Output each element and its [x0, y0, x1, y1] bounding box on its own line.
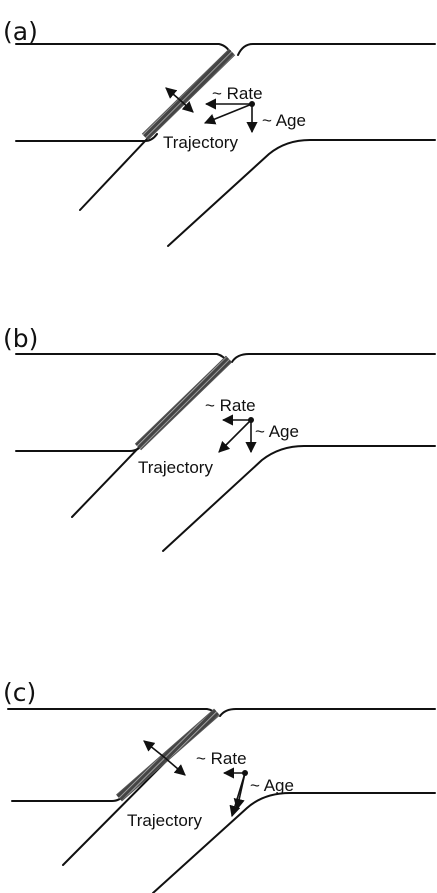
trajectory-vector-c — [229, 772, 246, 818]
panel-label-c: (c) — [3, 678, 36, 707]
slab-top-edge-c — [11, 793, 126, 802]
slab-base-a — [167, 139, 436, 247]
panel-b: (b) ~ Rate ~ Age Trajectory — [3, 324, 436, 552]
age-label-c: ~ Age — [250, 776, 294, 795]
trajectory-label-b: Trajectory — [138, 458, 213, 477]
stress-arrow-upper-a — [165, 87, 181, 101]
fault-zone-hatch-c — [116, 709, 220, 801]
panel-label-a: (a) — [3, 17, 38, 46]
slab-base-b — [162, 445, 436, 552]
trajectory-label-a: Trajectory — [163, 133, 238, 152]
rate-label-a: ~ Rate — [212, 84, 263, 103]
trajectory-vector-b — [218, 419, 252, 453]
rate-label-b: ~ Rate — [205, 396, 256, 415]
slab-top-edge-a — [15, 133, 158, 142]
subducting-plate-surface-a — [237, 43, 436, 56]
overriding-plate-surface-c — [7, 708, 218, 717]
slab-base-c — [152, 792, 436, 893]
trajectory-vector-a — [203, 103, 253, 125]
overriding-plate-surface-b — [15, 353, 228, 363]
panel-c: (c) ~ Rate ~ Age Trajectory — [3, 678, 436, 893]
stress-arrow-lower-c — [163, 756, 186, 776]
fault-zone-hatch-b — [135, 356, 232, 450]
slab-top-edge-b — [15, 443, 144, 452]
subducting-plate-surface-c — [219, 708, 436, 717]
stress-arrow-lower-a — [179, 99, 194, 113]
trajectory-label-c: Trajectory — [127, 811, 202, 830]
panel-label-b: (b) — [3, 324, 38, 353]
age-label-a: ~ Age — [262, 111, 306, 130]
stress-arrow-upper-c — [143, 740, 165, 758]
fault-zone-hatch-a — [142, 49, 235, 140]
rate-label-c: ~ Rate — [196, 749, 247, 768]
overriding-plate-surface-a — [15, 43, 232, 56]
subducting-plate-surface-b — [231, 353, 436, 363]
panel-a: (a) ~ Rate ~ Age Trajectory — [3, 17, 436, 247]
age-label-b: ~ Age — [255, 422, 299, 441]
